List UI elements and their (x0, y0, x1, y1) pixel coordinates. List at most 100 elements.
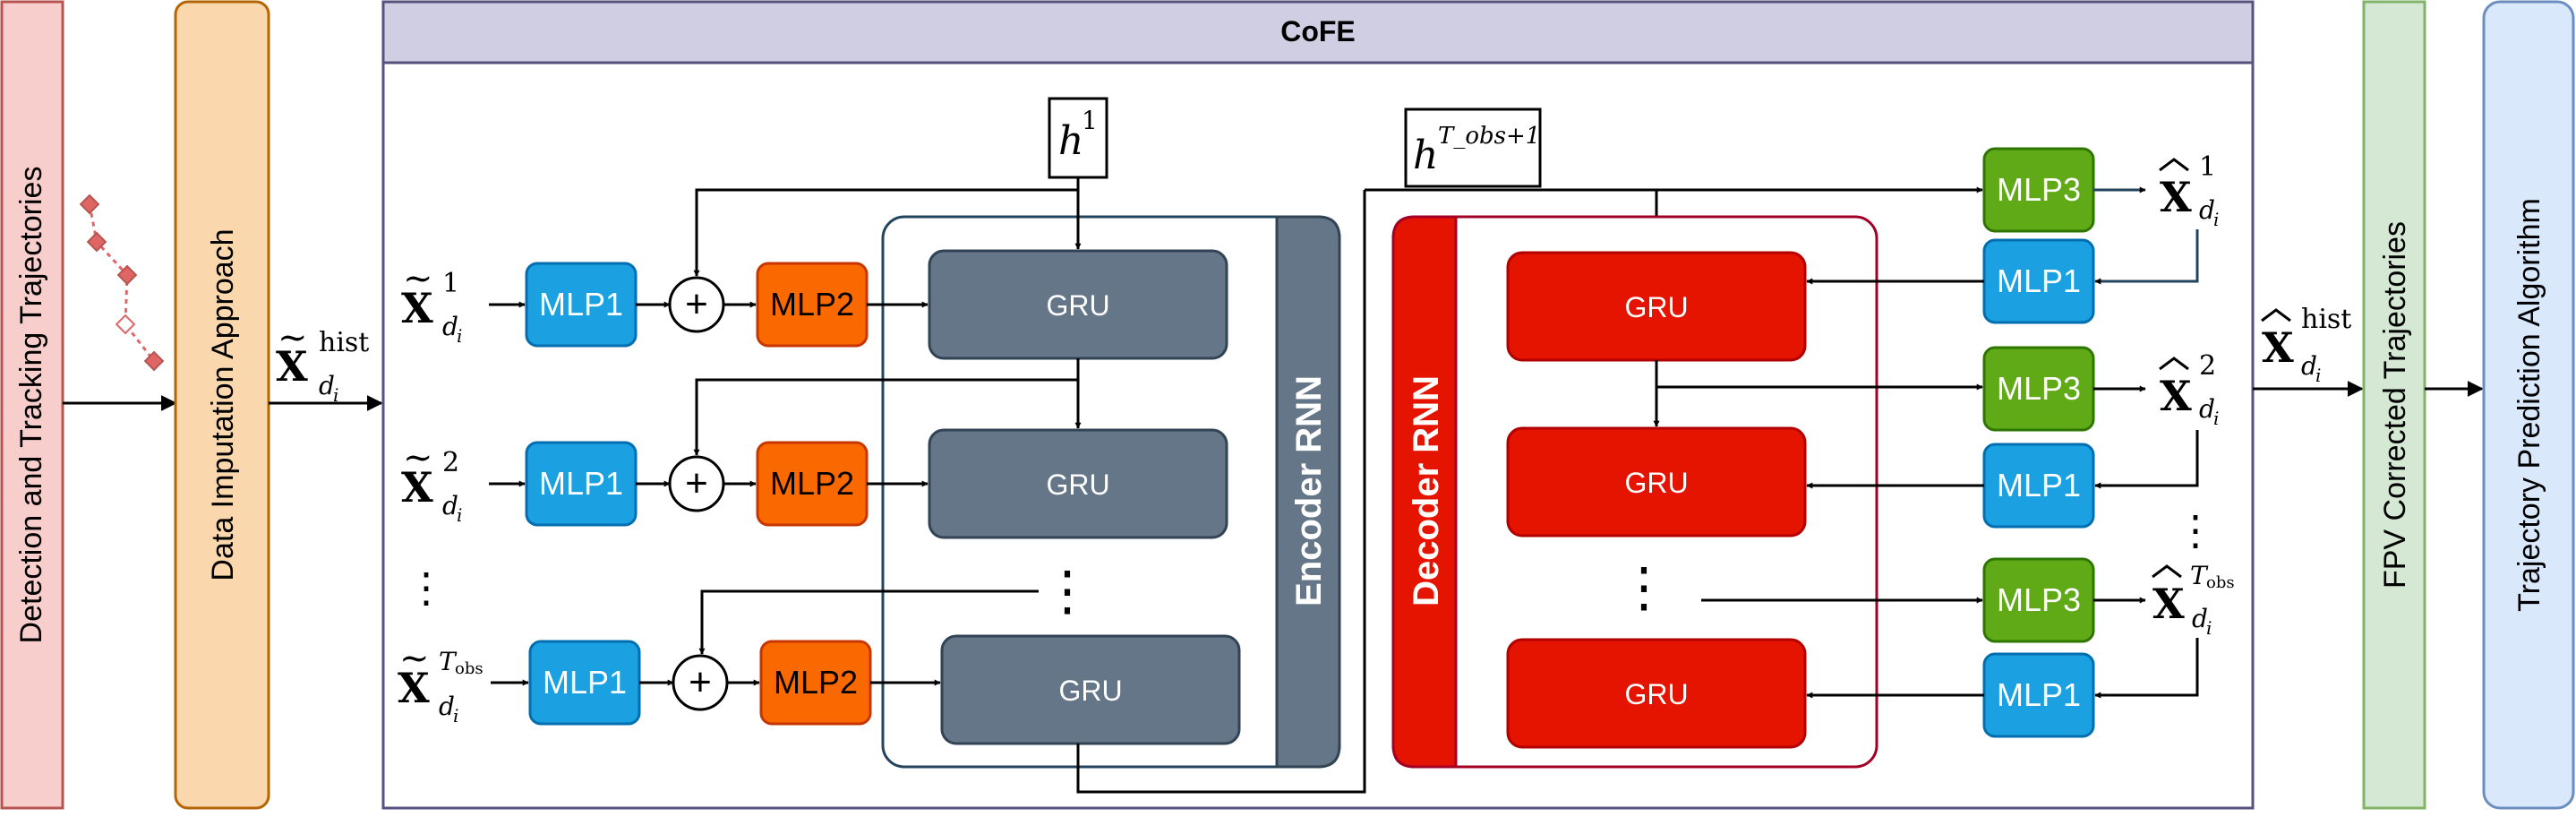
plus-symbol: + (689, 660, 712, 704)
gru-label: GRU (1624, 467, 1688, 499)
mlp1-dec-1: MLP1 (1982, 238, 2095, 324)
mlp2-label: MLP2 (770, 465, 854, 502)
feedback-2 (2094, 430, 2199, 489)
x-sub-i: i (457, 325, 462, 347)
x-sub-i: i (2206, 617, 2212, 639)
x-sub: d (2301, 351, 2317, 381)
gru-dec-1: GRU (1506, 251, 1807, 362)
tilde-mark: ~ (278, 317, 308, 358)
mlp3-label: MLP3 (1997, 370, 2081, 407)
arrow-hidden-to-plus (698, 589, 1039, 655)
x-sup-t: T (2190, 561, 2209, 590)
mlp1-label: MLP1 (539, 286, 623, 322)
x-sub-i: i (2213, 209, 2219, 230)
output-hist-label: X hist d i (2261, 304, 2351, 386)
mlp1-label: MLP1 (543, 664, 627, 701)
x-symbol: X (401, 463, 433, 512)
x-sub: d (442, 491, 458, 520)
output-t: X T obs d i (2152, 561, 2235, 639)
tilde-mark: ~ (399, 638, 430, 679)
x-symbol: X (401, 284, 433, 332)
gru-dec-t: GRU (1506, 638, 1807, 749)
x-symbol: X (2160, 173, 2192, 221)
cofe-title: CoFE (1280, 15, 1356, 47)
mlp1-dec-2: MLP1 (1982, 443, 2095, 529)
hat-mark (2261, 308, 2291, 322)
prediction-stage: Trajectory Prediction Algorithm (2482, 0, 2575, 810)
mlp2-enc-2: MLP2 (756, 441, 869, 527)
gru-label: GRU (1046, 469, 1109, 501)
x-sup-obs: obs (2206, 573, 2235, 592)
x-sup: 1 (442, 268, 459, 299)
mlp3-dec-2: MLP3 (1982, 346, 2095, 432)
hat-mark (2159, 357, 2189, 371)
x-sup: hist (319, 327, 369, 358)
h-sup: T_obs+1 (1438, 123, 1540, 150)
mlp2-label: MLP2 (770, 286, 854, 322)
h1-state-box: h 1 (1048, 97, 1108, 179)
tilde-mark: ~ (403, 437, 433, 478)
x-symbol: X (2262, 323, 2294, 372)
feedback-t (2094, 638, 2199, 699)
encoder-input-2: X ~ 2 d i (401, 437, 462, 526)
connector-encoder-out (1076, 190, 1366, 794)
x-sub: d (319, 371, 335, 400)
ellipsis-decoder: ⋮ (1617, 557, 1671, 617)
x-symbol: X (2160, 372, 2192, 420)
x-sub-i: i (2213, 408, 2219, 429)
gru-enc-1: GRU (928, 249, 1228, 360)
mlp1-label: MLP1 (1997, 262, 2081, 299)
gru-label: GRU (1624, 678, 1688, 710)
mlp2-enc-1: MLP2 (756, 262, 869, 348)
encoder-input-t: X ~ T obs d i (398, 638, 484, 727)
x-sub-i: i (457, 504, 462, 526)
trajectory-icon (79, 194, 165, 372)
mlp3-dec-t: MLP3 (1982, 557, 2095, 643)
mlp1-dec-t: MLP1 (1982, 652, 2095, 738)
arrow-hidden-to-plus (693, 378, 1078, 456)
mlp3-label: MLP3 (1997, 581, 2081, 618)
x-sub-i: i (2315, 365, 2321, 386)
x-symbol: X (2152, 580, 2185, 628)
gru-enc-2: GRU (928, 428, 1228, 539)
x-sup: 2 (442, 447, 459, 478)
x-sub: d (2199, 394, 2215, 424)
mlp1-enc-t: MLP1 (528, 640, 641, 726)
x-symbol: X (398, 664, 430, 712)
h-symbol: h (1413, 133, 1438, 178)
arrow-h1-to-plus (693, 188, 1078, 277)
mlp1-label: MLP1 (1997, 467, 2081, 503)
x-sup: hist (2301, 304, 2351, 335)
encoder-rnn-label: Encoder RNN (1289, 375, 1329, 606)
output-1: X 1 d i (2159, 151, 2219, 230)
gru-label: GRU (1046, 289, 1109, 322)
plus-symbol: + (685, 461, 708, 505)
detection-stage: Detection and Tracking Trajectories (0, 0, 64, 810)
encoder-input-1: X ~ 1 d i (401, 258, 462, 347)
ellipsis-output: ⋮ (2175, 507, 2216, 554)
x-sub: d (439, 692, 455, 721)
mlp1-label: MLP1 (539, 465, 623, 502)
feedback-1 (2094, 229, 2199, 285)
ellipsis-encoder: ⋮ (1040, 561, 1094, 621)
corrected-label: FPV Corrected Trajectories (2378, 221, 2412, 589)
mlp2-label: MLP2 (774, 664, 858, 701)
h-symbol: h (1058, 118, 1083, 164)
detection-label: Detection and Tracking Trajectories (14, 167, 48, 644)
x-sub: d (2192, 604, 2208, 633)
plus-node-2: + (668, 455, 725, 512)
imputation-label: Data Imputation Approach (206, 228, 240, 580)
mlp1-label: MLP1 (1997, 676, 2081, 713)
hat-mark (2152, 564, 2182, 579)
x-sup-t: T (439, 647, 458, 676)
plus-node-1: + (668, 276, 725, 333)
gru-enc-t: GRU (940, 634, 1241, 745)
mlp1-enc-2: MLP1 (525, 441, 638, 527)
imputation-stage: Data Imputation Approach (174, 0, 270, 810)
x-sub-i: i (453, 705, 458, 727)
input-hist-label: X ~ hist d i (276, 317, 369, 406)
x-sub: d (442, 312, 458, 341)
mlp3-label: MLP3 (1997, 171, 2081, 208)
gru-dec-2: GRU (1506, 426, 1807, 538)
x-sub: d (2199, 195, 2215, 225)
